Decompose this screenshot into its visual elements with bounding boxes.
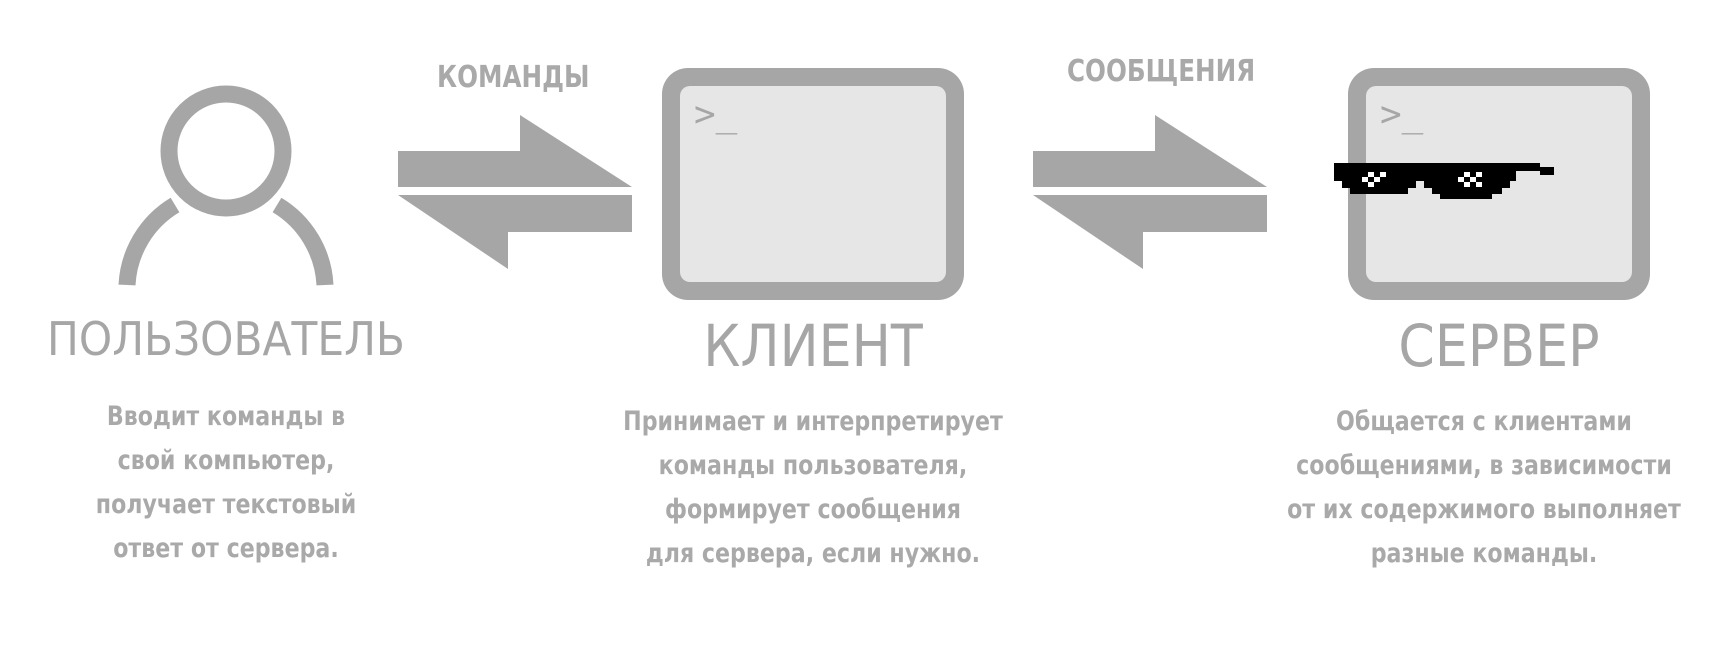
user-icon: [118, 85, 334, 286]
description-line: сообщениями, в зависимости: [1296, 450, 1672, 481]
server-description: Общается с клиентами сообщениями, в зави…: [1279, 400, 1689, 576]
description-line: получает текстовый: [95, 489, 357, 520]
description-line: разные команды.: [1370, 538, 1598, 569]
client-title: КЛИЕНТ: [703, 312, 923, 380]
description-line: Принимает и интерпретирует: [623, 406, 1003, 437]
left-arrow: [1033, 195, 1267, 269]
description-line: свой компьютер,: [117, 445, 335, 476]
description-line: Вводит команды в: [106, 401, 346, 432]
commands-arrows: [398, 115, 632, 269]
server-title: СЕРВЕР: [1398, 312, 1600, 380]
description-line: команды пользователя,: [658, 450, 968, 481]
right-arrow: [1033, 115, 1267, 187]
description-line: ответ от сервера.: [113, 533, 339, 564]
user-title: ПОЛЬЗОВАТЕЛЬ: [47, 312, 405, 366]
messages-arrows: [1033, 115, 1267, 269]
description-line: для сервера, если нужно.: [645, 538, 981, 569]
server-prompt: >_: [1380, 94, 1424, 135]
description-line: Общается с клиентами: [1336, 406, 1632, 437]
description-line: от их содержимого выполняет: [1287, 494, 1681, 525]
client-terminal-icon: [662, 68, 964, 300]
user-description: Вводит команды в свой компьютер, получае…: [62, 395, 390, 571]
right-arrow: [398, 115, 632, 187]
description-line: формирует сообщения: [665, 494, 961, 525]
messages-label: СООБЩЕНИЯ: [1067, 54, 1256, 89]
client-prompt: >_: [694, 94, 738, 135]
commands-label: КОМАНДЫ: [437, 60, 590, 95]
client-description: Принимает и интерпретирует команды польз…: [608, 400, 1018, 576]
left-arrow: [398, 195, 632, 269]
pixel-sunglasses-icon: [1334, 163, 1554, 199]
